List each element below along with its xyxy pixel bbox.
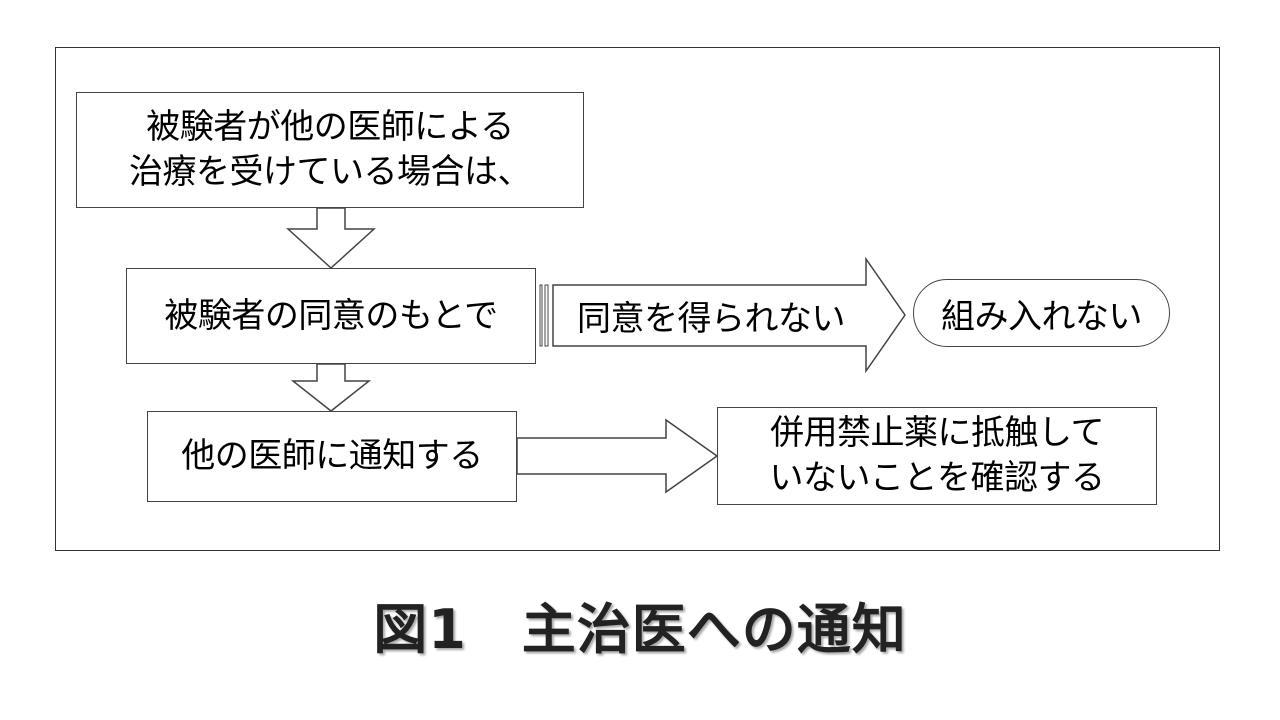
arrow-right-notify [516,418,719,494]
figure-caption: 図1 主治医への通知 [373,598,907,661]
refusal-arrow-label: 同意を得られない [577,298,846,339]
confirm-line-1: 併用禁止薬に抵触して [770,413,1104,454]
confirm-line-2: いないことを確認する [769,458,1106,498]
arrow-down-1 [286,207,376,270]
consent-box: 被験者の同意のもとで [126,268,536,364]
confirm-box: 併用禁止薬に抵触して いないことを確認する [717,407,1157,505]
consent-text: 被験者の同意のもとで [164,295,498,336]
notify-box: 他の医師に通知する [147,411,517,502]
condition-line-1: 被験者が他の医師による [146,107,514,148]
notify-text: 他の医師に通知する [181,436,483,477]
condition-box: 被験者が他の医師による 治療を受けている場合は、 [76,92,584,208]
exclude-outcome: 組み入れない [913,279,1170,347]
arrow-stripe-2 [544,284,549,347]
diagram-frame [55,47,1220,551]
arrow-stripe-1 [539,284,543,347]
condition-line-2: 治療を受けている場合は、 [129,152,532,192]
arrow-right-refuse [552,256,906,374]
arrow-down-2 [290,363,372,412]
